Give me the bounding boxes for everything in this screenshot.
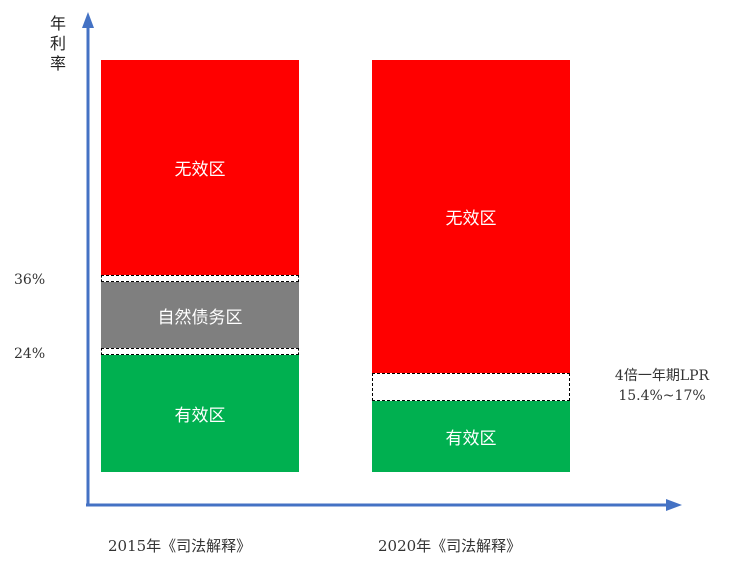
bar-2015-boundary-24	[101, 348, 299, 355]
bar-2020-invalid-label: 无效区	[445, 209, 497, 229]
lpr-note-line2: 15.4%~17%	[618, 388, 706, 404]
lpr-note: 4倍一年期LPR 15.4%~17%	[592, 366, 732, 406]
bar-2015-natural-debt-zone: 自然债务区	[101, 282, 299, 348]
tick-36: 36%	[14, 272, 46, 288]
bar-2015-invalid-zone: 无效区	[101, 60, 299, 275]
bar-2020-valid-label: 有效区	[445, 429, 497, 449]
category-2015: 2015年《司法解释》	[108, 537, 252, 555]
bar-2020-valid-zone: 有效区	[372, 401, 570, 472]
bar-2015-valid-zone: 有效区	[101, 355, 299, 472]
bar-2015-valid-label: 有效区	[174, 406, 226, 426]
bar-2015-natural-label: 自然债务区	[157, 307, 243, 328]
bar-2020-lpr-band	[372, 373, 570, 401]
category-2020: 2020年《司法解释》	[378, 537, 522, 555]
bar-2015-invalid-label: 无效区	[174, 160, 226, 180]
y-axis-title: 年利率	[49, 14, 66, 73]
lpr-note-line1: 4倍一年期LPR	[614, 368, 710, 384]
tick-24: 24%	[14, 346, 46, 362]
x-axis-arrow	[666, 499, 682, 511]
bar-2020-invalid-zone: 无效区	[372, 60, 570, 373]
bar-2015-boundary-36	[101, 275, 299, 282]
y-axis-arrow	[82, 12, 94, 28]
